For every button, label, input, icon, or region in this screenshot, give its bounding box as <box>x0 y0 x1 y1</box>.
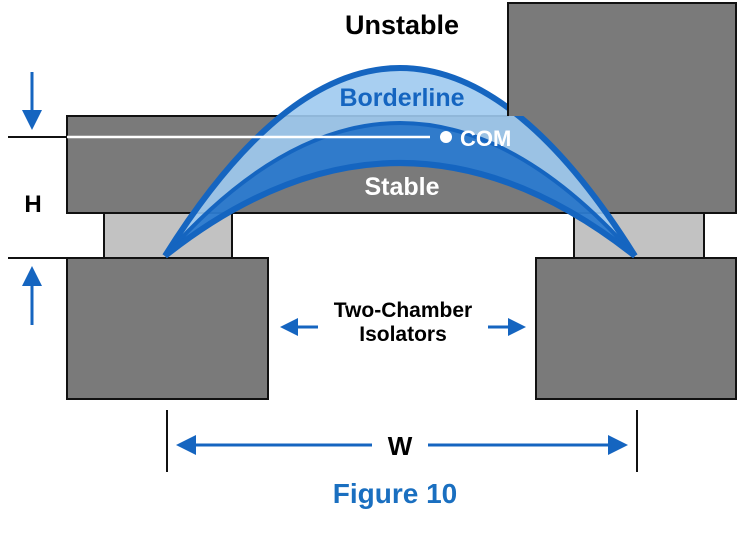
right-isolator-base <box>535 257 737 400</box>
borderline-label: Borderline <box>339 84 464 112</box>
height-down-arrowhead <box>22 110 42 130</box>
height-up-arrowhead <box>22 266 42 286</box>
unstable-boundary-arc <box>162 65 638 258</box>
stable-boundary-arc <box>163 160 637 259</box>
unstable-label: Unstable <box>345 10 459 40</box>
height-label: H <box>24 191 41 218</box>
width-left-arrowhead <box>176 435 196 455</box>
isolators-left-arrowhead <box>280 318 298 336</box>
isolators-label-line2: Isolators <box>359 323 447 346</box>
isolators-right-arrowhead <box>508 318 526 336</box>
width-label: W <box>388 431 413 461</box>
com-label: COM <box>460 126 511 151</box>
borderline-boundary-arc <box>163 121 637 258</box>
figure-caption: Figure 10 <box>333 478 457 509</box>
width-right-arrowhead <box>608 435 628 455</box>
left-isolator-base <box>66 257 269 400</box>
isolators-label-line1: Two-Chamber <box>334 299 472 322</box>
center-of-mass-dot <box>440 131 452 143</box>
upper-block-overlap <box>508 3 736 116</box>
stable-label: Stable <box>364 173 439 201</box>
